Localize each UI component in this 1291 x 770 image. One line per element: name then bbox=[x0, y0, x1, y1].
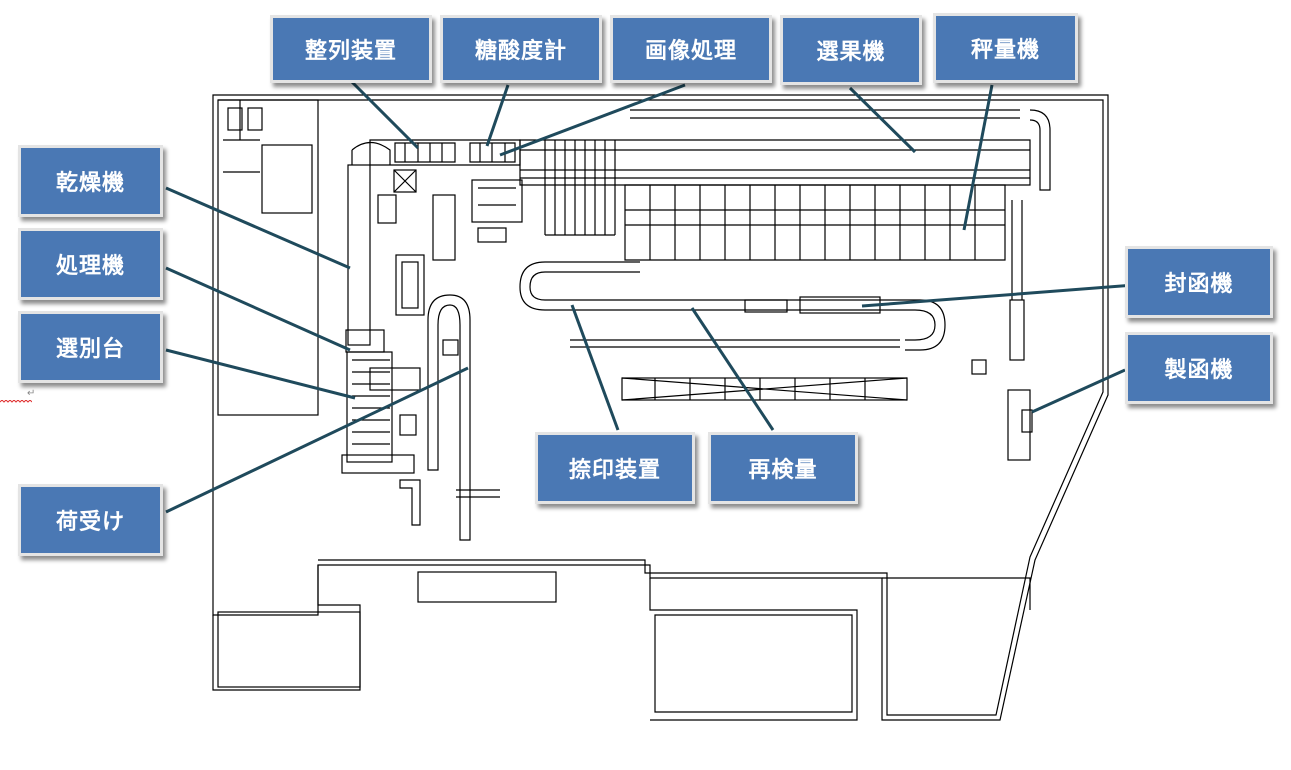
label-box-maker[interactable]: 製函機 bbox=[1125, 332, 1273, 404]
return-mark: ↵ bbox=[27, 388, 36, 399]
label-sugar-acid[interactable]: 糖酸度計 bbox=[440, 15, 602, 83]
label-sugar-acid-text: 糖酸度計 bbox=[474, 39, 567, 64]
label-receiving[interactable]: 荷受け bbox=[18, 484, 163, 556]
leader-lines bbox=[165, 80, 1149, 514]
label-stamp-text: 捺印装置 bbox=[568, 458, 661, 483]
label-sorting-table[interactable]: 選別台 bbox=[18, 311, 163, 383]
label-align-text: 整列装置 bbox=[304, 39, 397, 64]
label-reweigh[interactable]: 再検量 bbox=[708, 432, 858, 504]
label-processor[interactable]: 処理機 bbox=[18, 228, 163, 300]
inner-wall bbox=[218, 99, 1104, 716]
label-weigher-text: 秤量機 bbox=[970, 38, 1040, 63]
weigher-stations bbox=[624, 184, 1006, 261]
label-sorter-text: 選果機 bbox=[816, 40, 886, 65]
label-sorter[interactable]: 選果機 bbox=[780, 15, 922, 85]
staging-grid bbox=[621, 377, 908, 401]
label-image-text: 画像処理 bbox=[644, 39, 737, 64]
label-align[interactable]: 整列装置 bbox=[270, 15, 432, 83]
label-reweigh-text: 再検量 bbox=[748, 458, 818, 483]
label-image[interactable]: 画像処理 bbox=[610, 15, 772, 83]
label-stamp[interactable]: 捺印装置 bbox=[535, 432, 695, 504]
label-processor-text: 処理機 bbox=[55, 254, 125, 279]
label-sealer[interactable]: 封函機 bbox=[1125, 246, 1273, 318]
label-weigher[interactable]: 秤量機 bbox=[933, 13, 1078, 83]
label-box-maker-text: 製函機 bbox=[1164, 358, 1234, 383]
spellcheck-squiggle bbox=[0, 400, 32, 403]
label-sorting-table-text: 選別台 bbox=[55, 337, 125, 362]
label-receiving-text: 荷受け bbox=[55, 510, 125, 535]
label-dryer[interactable]: 乾燥機 bbox=[18, 145, 163, 217]
label-sealer-text: 封函機 bbox=[1164, 272, 1234, 297]
label-dryer-text: 乾燥機 bbox=[55, 171, 125, 196]
